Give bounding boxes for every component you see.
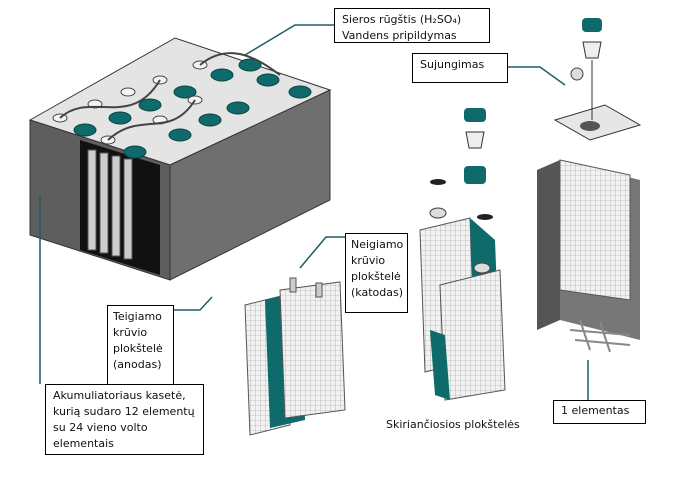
- battery-case-label: Akumuliatoriaus kasetė, kurią sudaro 12 …: [45, 384, 204, 455]
- positive-plate-label: Teigiamo krūvio plokštelė (anodas): [107, 305, 174, 386]
- leader-lines: [39, 24, 589, 400]
- battery-case-illustration: [28, 37, 332, 281]
- single-cell-illustration: [537, 18, 642, 353]
- cell-assembly-illustration: [419, 108, 506, 401]
- separators-label: Skiriančiosios plokštelės: [386, 418, 520, 431]
- acid-label: Sieros rūgštis (H₂SO₄) Vandens pripildym…: [334, 8, 490, 43]
- connection-label: Sujungimas: [412, 53, 508, 83]
- one-cell-label: 1 elementas: [553, 400, 646, 424]
- plates-illustration: [244, 277, 346, 436]
- negative-plate-label: Neigiamo krūvio plokštelė (katodas): [345, 233, 408, 313]
